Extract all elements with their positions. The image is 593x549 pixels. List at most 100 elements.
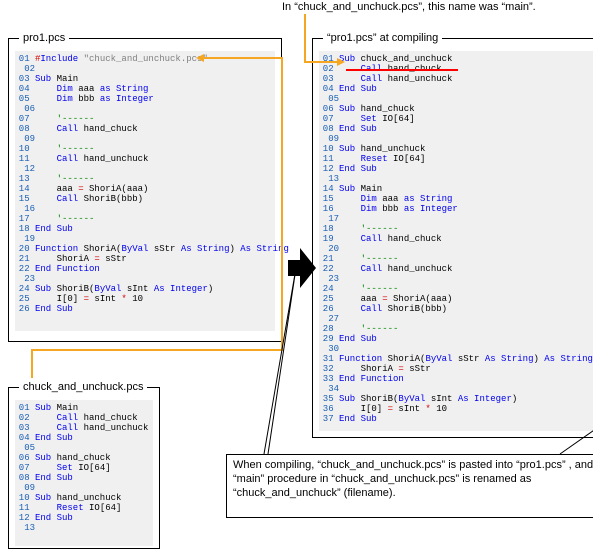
line-number: 29 xyxy=(322,334,339,344)
code-line: 09 xyxy=(319,134,339,144)
code-line: 05 xyxy=(15,443,35,453)
code-token: '------ xyxy=(35,114,95,124)
line-number: 11 xyxy=(18,503,35,513)
line-number: 34 xyxy=(328,384,339,394)
code-line: 34 xyxy=(319,384,339,394)
code-token: End Function xyxy=(339,374,404,384)
code-token: * xyxy=(425,404,431,414)
code-token: ShoriA(aaa) xyxy=(83,184,149,194)
code-token: Sub xyxy=(35,403,52,413)
code-line: 32 ShoriA = sStr xyxy=(319,364,431,374)
line-number: 10 xyxy=(322,144,339,154)
code-line: 29 End Sub xyxy=(319,334,377,344)
compiled-panel-title: “pro1.pcs” at compiling xyxy=(323,30,443,46)
code-token: ShoriB( xyxy=(355,394,399,404)
code-token: sInt xyxy=(425,394,458,404)
line-number: 33 xyxy=(322,374,339,384)
code-token: ) xyxy=(533,354,545,364)
code-token: Set xyxy=(56,463,73,473)
line-number: 12 xyxy=(18,513,35,523)
code-line: 21 ShoriA = sStr xyxy=(15,254,127,264)
code-token: ShoriA( xyxy=(78,244,122,254)
line-number: 03 xyxy=(18,74,35,84)
code-token: Sub xyxy=(35,74,52,84)
code-line: 20 Function ShoriA(ByVal sStr As String)… xyxy=(15,244,289,254)
code-token: bbb xyxy=(72,94,100,104)
code-token: As String xyxy=(484,354,534,364)
callout-pointer-3 xyxy=(559,430,593,455)
code-token: As String xyxy=(240,244,289,254)
code-token: Sub xyxy=(339,184,356,194)
code-token: Call xyxy=(56,194,79,204)
code-line: 24 '------ xyxy=(319,284,399,294)
code-token: hand_unchuck xyxy=(51,493,122,503)
code-token: = xyxy=(94,254,100,264)
line-number: 30 xyxy=(328,344,339,354)
line-number: 22 xyxy=(322,264,339,274)
code-token: hand_chuck xyxy=(78,413,138,423)
code-line: 10 Sub hand_unchuck xyxy=(319,144,426,154)
code-token: sInt xyxy=(393,404,426,414)
code-token: hand_chuck xyxy=(51,453,111,463)
line-number: 13 xyxy=(24,523,35,533)
code-token: sInt xyxy=(89,294,122,304)
code-line: 19 xyxy=(15,234,35,244)
line-number: 06 xyxy=(322,104,339,114)
line-number: 25 xyxy=(322,294,339,304)
code-token: ByVal xyxy=(94,284,122,294)
line-number: 14 xyxy=(322,184,339,194)
line-number: 07 xyxy=(322,114,339,124)
code-token: hand_unchuck xyxy=(78,423,149,433)
code-token: Sub xyxy=(35,493,52,503)
code-line: 08 End Sub xyxy=(319,124,377,134)
line-number: 03 xyxy=(18,423,35,433)
line-number: 22 xyxy=(18,264,35,274)
code-token: ShoriA(aaa) xyxy=(387,294,453,304)
code-token: End Sub xyxy=(35,433,73,443)
code-line: 15 Call ShoriB(bbb) xyxy=(15,194,143,204)
code-token: 10 xyxy=(430,404,448,414)
code-token: Sub xyxy=(339,144,356,154)
code-token: as Integer xyxy=(403,204,458,214)
code-token: ShoriA xyxy=(339,364,399,374)
code-token: = xyxy=(78,184,84,194)
code-token: Include xyxy=(40,54,79,64)
line-number: 19 xyxy=(322,234,339,244)
line-number: 12 xyxy=(322,164,339,174)
callout-pointer-2 xyxy=(267,267,297,455)
code-token: hand_unchuck xyxy=(382,264,453,274)
line-number: 23 xyxy=(24,274,35,284)
code-token: = xyxy=(387,404,394,414)
code-line: 17 xyxy=(319,214,339,224)
code-line: 14 Sub Main xyxy=(319,184,382,194)
code-token: 10 xyxy=(126,294,144,304)
code-line: 07 '------ xyxy=(15,114,95,124)
code-token: Function xyxy=(339,354,383,364)
code-token: As Integer xyxy=(457,394,512,404)
code-token: Reset xyxy=(360,154,388,164)
line-number: 19 xyxy=(24,234,35,244)
line-number: 06 xyxy=(24,104,35,114)
code-token: ) xyxy=(229,244,241,254)
code-line: 06 xyxy=(15,104,35,114)
code-token: ByVal xyxy=(425,354,453,364)
code-line: 03 Call hand_unchuck xyxy=(15,423,149,433)
line-number: 05 xyxy=(328,94,339,104)
code-token: ) xyxy=(207,284,214,294)
line-number: 15 xyxy=(18,194,35,204)
line-number: 04 xyxy=(18,84,35,94)
line-number: 23 xyxy=(328,274,339,284)
code-token: '------ xyxy=(339,284,399,294)
code-line: 26 End Sub xyxy=(15,304,73,314)
line-number: 08 xyxy=(322,124,339,134)
line-number: 07 xyxy=(18,114,35,124)
code-token: # xyxy=(35,54,41,64)
orange-include-arrowhead xyxy=(196,54,204,62)
code-line: 23 xyxy=(15,274,35,284)
code-token: ShoriA( xyxy=(382,354,426,364)
code-line: 36 I[0] = sInt * 10 xyxy=(319,404,447,414)
code-line: 28 '------ xyxy=(319,324,399,334)
code-token: chuck_and_unchuck xyxy=(355,54,453,64)
code-token: Call xyxy=(360,304,383,314)
line-number: 10 xyxy=(18,493,35,503)
